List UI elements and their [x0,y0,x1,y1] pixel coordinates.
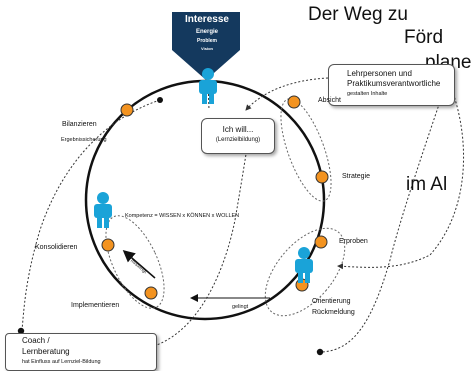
teachers-box: Lehrpersonen und Praktikumsverantwortlic… [328,64,455,106]
kompetenz-formula: Kompetenz = WISSEN x KÖNNEN x WOLLEN [125,213,240,219]
person-icon [295,247,313,283]
label-orientierung: Orientierung [312,298,351,305]
teachers-line1: Lehrpersonen und [347,69,412,78]
headline-line1: Der Weg zu [308,4,408,25]
node-implementieren [144,286,158,300]
person-icon [199,68,217,104]
node-erproben [314,235,328,249]
badge-item-vision: Vision [201,46,213,51]
solid-arrows [122,250,270,302]
label-ergebnissicherung: Ergebnissicherung [61,137,107,143]
node-absicht [287,95,301,109]
interesse-badge [172,12,240,80]
ellipse-erproben-orientierung [264,227,346,317]
node-strategie [315,170,329,184]
label-bilanzieren: Bilanzieren [62,121,97,128]
label-erproben: Erproben [339,238,368,245]
headline-line2: Förd [404,27,444,48]
label-absicht: Absicht [318,97,341,104]
lernzielbildung-box: Ich will... (Lernzielbildung) [201,118,275,154]
teachers-line2: Praktikumsverantwortliche [347,79,441,88]
label-gelingt: gelingt [232,304,249,310]
teachers-line3: gestalten Inhalte [347,91,388,97]
coach-line3: hat Einfluss auf Lernziel-Bildung [22,359,101,365]
ellipse-absicht-strategie [280,98,332,202]
ellipse-konsolidieren-implementieren [105,215,165,309]
coach-line1: Coach / [22,336,50,345]
node-konsolidieren [101,238,115,252]
coach-line2: Lernberatung [22,347,70,356]
badge-item-problem: Problem [196,38,217,44]
label-strategie: Strategie [342,173,371,180]
node-bilanzieren [120,103,134,117]
center-box-line2: (Lernzielbildung) [215,137,261,143]
label-implementieren: Implementieren [71,302,120,309]
headline-line4: im Al [406,174,448,195]
coach-box: Coach / Lernberatung hat Einfluss auf Le… [5,333,157,371]
person-icon [94,192,112,228]
badge-item-energie: Energie [195,29,218,35]
label-rueckmeldung: Rückmeldung [312,309,355,316]
center-box-line1: Ich will... [222,125,254,134]
badge-title: Interesse [185,14,229,25]
cycle-ring [84,79,326,321]
label-konsolidieren: Konsolidieren [35,244,78,251]
